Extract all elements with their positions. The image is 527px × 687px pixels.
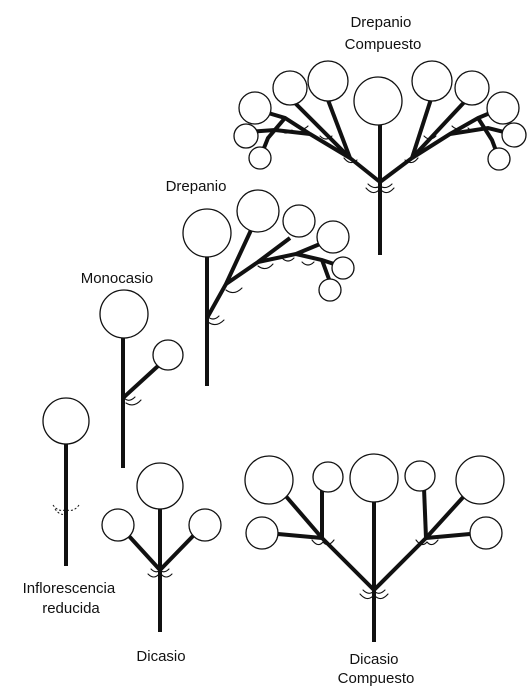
bract	[373, 589, 386, 594]
flower	[454, 70, 490, 106]
flower-lateral	[152, 339, 184, 371]
bract	[451, 125, 465, 130]
dicasio-diagram	[101, 462, 222, 632]
inflorescencia-reducida-label: Inflorescencia reducida	[23, 580, 120, 617]
dicasio-compuesto-label: Dicasio Compuesto	[338, 651, 415, 687]
bract	[301, 261, 315, 266]
bract	[343, 157, 358, 164]
branch	[410, 95, 434, 159]
flower	[404, 460, 436, 492]
branch-right	[158, 533, 196, 572]
bract	[426, 539, 439, 546]
bract	[319, 135, 333, 140]
bract	[423, 135, 437, 140]
flower	[501, 122, 527, 148]
drepanio-compuesto-label: Drepanio Compuesto	[345, 14, 422, 53]
flower	[487, 147, 511, 171]
bract-dashed	[54, 508, 67, 515]
bract	[322, 539, 335, 546]
flower-terminal	[353, 76, 403, 126]
flower	[244, 455, 294, 505]
branch	[320, 259, 332, 283]
flower	[316, 220, 350, 254]
bract	[380, 187, 395, 194]
flower	[331, 256, 355, 280]
bract	[365, 187, 380, 194]
bract	[379, 183, 393, 189]
branch	[121, 364, 160, 400]
flower	[42, 397, 90, 445]
flower	[238, 91, 272, 125]
branch	[277, 532, 323, 540]
flower	[236, 189, 280, 233]
bract	[125, 399, 142, 406]
flower	[486, 91, 520, 125]
dicasio-label: Dicasio	[136, 648, 185, 665]
bract-dashed	[66, 504, 80, 511]
bract	[404, 157, 419, 164]
flower	[245, 516, 279, 550]
bract	[207, 319, 225, 326]
monocasio-label: Monocasio	[81, 270, 154, 287]
bract	[367, 183, 381, 189]
branch-left	[320, 536, 376, 592]
flower-left	[101, 508, 135, 542]
bract	[295, 125, 309, 130]
flower	[318, 278, 342, 302]
bract	[159, 568, 170, 573]
branch-left	[126, 533, 162, 572]
flower	[248, 146, 272, 170]
branch	[425, 532, 471, 540]
bract	[257, 263, 274, 270]
branch	[326, 99, 352, 159]
flower	[455, 455, 505, 505]
drepanio-label: Drepanio	[166, 178, 227, 195]
monocasio-diagram	[99, 289, 184, 468]
bract	[150, 568, 161, 573]
flower	[312, 461, 344, 493]
dicasio-compuesto-diagram	[244, 453, 505, 642]
bract	[359, 593, 374, 600]
flower-terminal	[349, 453, 399, 503]
drepanio-compuesto-diagram	[233, 60, 527, 255]
bract	[160, 573, 173, 578]
branch	[290, 98, 352, 160]
flower	[272, 70, 308, 106]
flower	[411, 60, 453, 102]
flower-terminal	[136, 462, 184, 510]
bract	[415, 539, 428, 546]
flower-right	[188, 508, 222, 542]
branch	[378, 156, 414, 184]
bract	[374, 593, 389, 600]
flower-terminal	[99, 289, 149, 339]
branch-right	[372, 536, 428, 592]
bract	[123, 396, 136, 401]
branch	[282, 492, 324, 540]
drepanio-diagram	[182, 189, 355, 386]
branch	[257, 108, 352, 160]
bract	[279, 129, 293, 134]
bract	[362, 589, 375, 594]
flower	[469, 516, 503, 550]
branch	[422, 487, 428, 539]
inflorescencia-reducida-diagram	[42, 397, 90, 566]
flower	[233, 123, 259, 149]
bract-dashed	[52, 504, 66, 511]
bract	[281, 257, 295, 262]
bract	[206, 315, 220, 320]
flower	[282, 204, 316, 238]
bract	[311, 539, 324, 546]
flower	[182, 208, 232, 258]
branch	[410, 94, 472, 160]
bract	[467, 127, 481, 132]
bract	[147, 573, 160, 578]
flower	[307, 60, 349, 102]
bract	[225, 287, 243, 294]
branch	[424, 492, 468, 540]
